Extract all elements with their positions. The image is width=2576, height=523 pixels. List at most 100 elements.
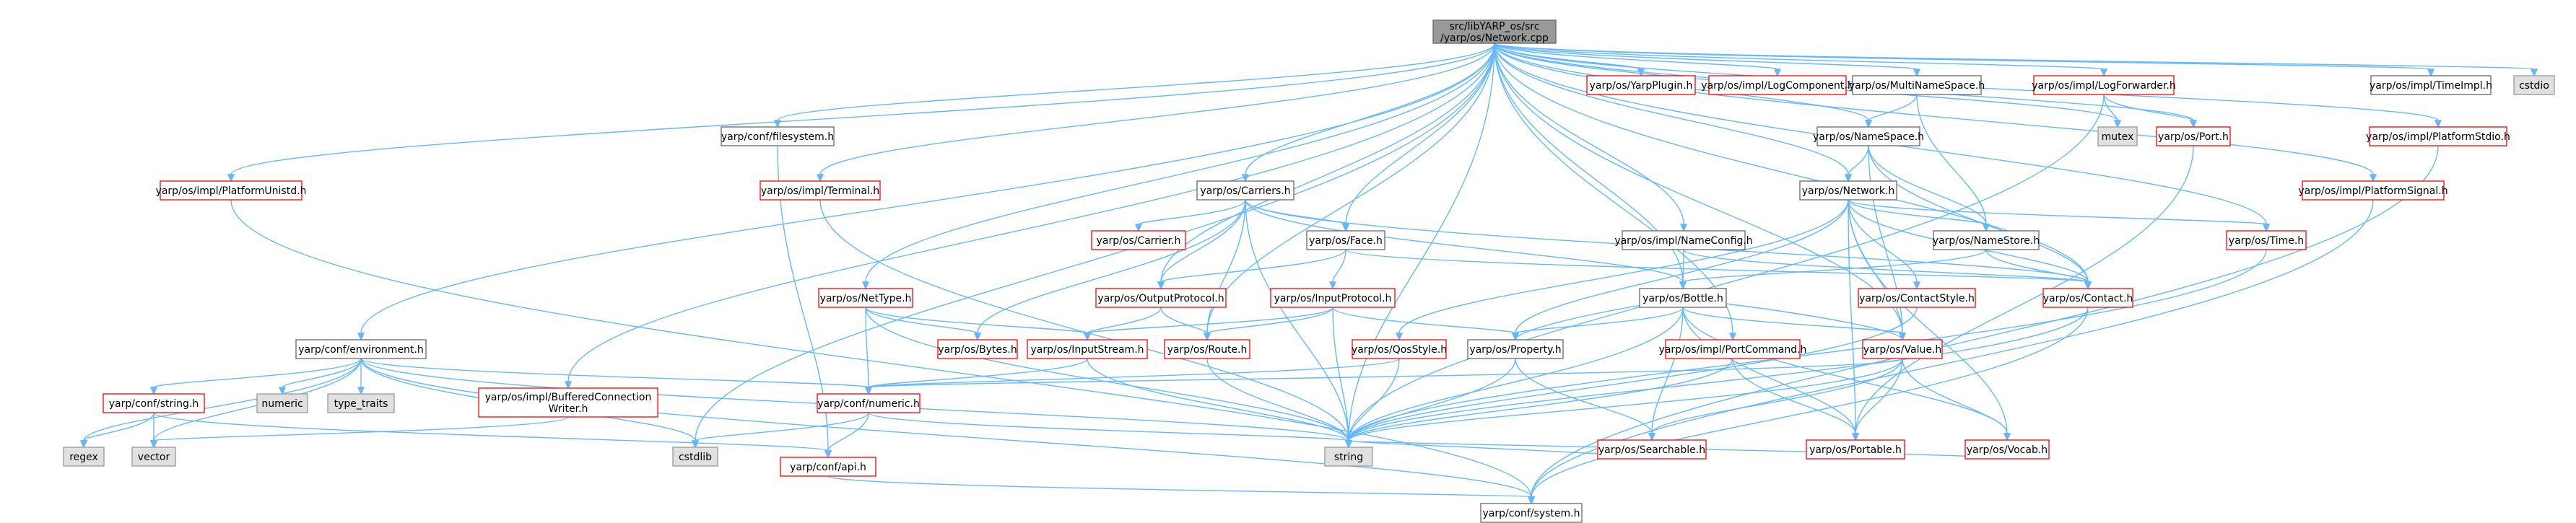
node-searchable[interactable]: yarp/os/Searchable.h: [1597, 439, 1707, 460]
node-box: [2302, 180, 2445, 201]
edge-line: [1245, 199, 1349, 441]
node-label: yarp/conf/system.h: [1483, 508, 1580, 519]
edge-line: [1848, 145, 1869, 175]
node-string[interactable]: string: [1324, 447, 1373, 467]
node-value[interactable]: yarp/os/Value.h: [1862, 339, 1943, 359]
node-mutex[interactable]: mutex: [2097, 126, 2138, 146]
node-vocab[interactable]: yarp/os/Vocab.h: [1964, 439, 2050, 460]
node-box: [256, 393, 308, 413]
node-label: yarp/os/QosStyle.h: [1352, 344, 1447, 356]
node-platformunistd[interactable]: yarp/os/impl/PlatformUnistd.h: [156, 180, 307, 201]
node-time[interactable]: yarp/os/Time.h: [2226, 230, 2307, 250]
node-logcomponent[interactable]: yarp/os/impl/LogComponent.h: [1701, 75, 1854, 95]
edge-arrowhead: [2530, 69, 2538, 77]
edge-line: [1206, 358, 1349, 441]
edge-line: [153, 358, 362, 388]
node-multinamespace[interactable]: yarp/os/MultiNameSpace.h: [1849, 75, 1985, 95]
edge-arrowhead: [1157, 281, 1165, 290]
node-logforwarder[interactable]: yarp/os/impl/LogForwarder.h: [2032, 75, 2176, 95]
edge-bottle-to-value: [1682, 307, 1907, 341]
edge-line: [868, 358, 1400, 388]
node-property[interactable]: yarp/os/Property.h: [1467, 339, 1564, 359]
node-network[interactable]: yarp/os/Network.h: [1799, 180, 1897, 201]
node-nameconfig[interactable]: yarp/os/impl/NameConfig.h: [1614, 230, 1753, 250]
edge-line: [977, 199, 1246, 334]
node-portable[interactable]: yarp/os/Portable.h: [1806, 439, 1905, 460]
node-outputprotocol[interactable]: yarp/os/OutputProtocol.h: [1095, 288, 1227, 308]
node-route[interactable]: yarp/os/Route.h: [1164, 339, 1250, 359]
node-bytes[interactable]: yarp/os/Bytes.h: [937, 339, 1018, 359]
edge-arrowhead: [864, 387, 873, 395]
node-vector[interactable]: vector: [131, 447, 176, 467]
node-portcommand[interactable]: yarp/os/impl/PortCommand.h: [1659, 339, 1807, 359]
node-inputprotocol[interactable]: yarp/os/InputProtocol.h: [1270, 288, 1396, 308]
node-label: yarp/os/impl/LogComponent.h: [1701, 80, 1853, 92]
edge-network-to-property: [1511, 199, 1849, 341]
edge-arrowhead: [1395, 333, 1404, 341]
node-qosstyle[interactable]: yarp/os/QosStyle.h: [1352, 339, 1447, 359]
edge-value-to-vocab: [1902, 358, 2011, 441]
node-label: yarp/os/impl/PlatformStdio.h: [2366, 131, 2510, 143]
node-confapi[interactable]: yarp/conf/api.h: [780, 457, 876, 477]
node-carrier[interactable]: yarp/os/Carrier.h: [1091, 230, 1186, 250]
node-regex[interactable]: regex: [63, 447, 105, 467]
node-nettype[interactable]: yarp/os/NetType.h: [818, 288, 913, 308]
edge-root-to-environment: [357, 43, 1495, 341]
edge-contact-to-confsystem: [1527, 307, 2089, 505]
node-face[interactable]: yarp/os/Face.h: [1306, 230, 1385, 250]
node-inputstream[interactable]: yarp/os/InputStream.h: [1027, 339, 1148, 359]
edge-line: [865, 43, 1495, 283]
edge-arrowhead: [2262, 224, 2271, 232]
edge-line: [1683, 249, 2089, 283]
node-yarpplugin[interactable]: yarp/os/YarpPlugin.h: [1586, 75, 1696, 95]
node-terminal[interactable]: yarp/os/impl/Terminal.h: [760, 180, 881, 201]
node-confstring[interactable]: yarp/conf/string.h: [103, 393, 205, 413]
edge-arrowhead: [1527, 496, 1536, 505]
node-cstdlib[interactable]: cstdlib: [672, 447, 718, 467]
node-confnumeric[interactable]: yarp/conf/numeric.h: [817, 393, 921, 413]
node-carriers[interactable]: yarp/os/Carriers.h: [1196, 180, 1294, 201]
edge-arrowhead: [2099, 69, 2108, 77]
node-namespace[interactable]: yarp/os/NameSpace.h: [1813, 126, 1924, 146]
node-box: [937, 339, 1018, 359]
node-namestore[interactable]: yarp/os/NameStore.h: [1933, 230, 2040, 250]
edge-multinamespace-to-namespace: [1864, 94, 1918, 128]
node-cstdio[interactable]: cstdio: [2513, 75, 2555, 95]
node-label: Writer.h: [549, 403, 588, 415]
edge-line: [1732, 358, 1856, 434]
edge-environment-to-numeric_sys: [278, 358, 362, 395]
edge-line: [1087, 307, 1162, 334]
edge-line: [868, 412, 1349, 441]
node-environment[interactable]: yarp/conf/environment.h: [295, 339, 427, 359]
node-contact[interactable]: yarp/os/Contact.h: [2042, 288, 2133, 308]
edge-line: [1398, 199, 1849, 334]
edge-line: [83, 412, 155, 441]
node-typetraits[interactable]: type_traits: [327, 393, 395, 413]
edge-line: [1855, 358, 1903, 434]
edge-line: [230, 43, 1495, 175]
node-box: [131, 447, 176, 467]
edge-line: [865, 307, 869, 388]
edge-root-to-outputprotocol: [1157, 43, 1495, 290]
node-timeimpl[interactable]: yarp/os/impl/TimeImpl.h: [2370, 75, 2492, 95]
node-box: [1467, 339, 1564, 359]
node-bottle[interactable]: yarp/os/Bottle.h: [1639, 288, 1727, 308]
edge-line: [1348, 358, 1733, 441]
node-confsystem[interactable]: yarp/conf/system.h: [1480, 503, 1583, 523]
node-box: [1027, 339, 1148, 359]
node-numeric_sys[interactable]: numeric: [256, 393, 308, 413]
node-port[interactable]: yarp/os/Port.h: [2156, 126, 2231, 146]
node-label: yarp/os/impl/BufferedConnection: [485, 392, 652, 403]
node-platformsignal[interactable]: yarp/os/impl/PlatformSignal.h: [2298, 180, 2448, 201]
node-root[interactable]: src/libYARP_os/src/yarp/os/Network.cpp: [1432, 19, 1557, 44]
node-box: [1480, 503, 1583, 523]
edge-confnumeric-to-confapi: [824, 412, 869, 459]
edge-nettype-to-confnumeric: [864, 307, 873, 395]
node-filesystem[interactable]: yarp/conf/filesystem.h: [721, 126, 835, 146]
edge-line: [1332, 307, 1516, 334]
node-platformstdio[interactable]: yarp/os/impl/PlatformStdio.h: [2366, 126, 2510, 146]
node-contactstyle[interactable]: yarp/os/ContactStyle.h: [1858, 288, 1976, 308]
node-label: yarp/os/ContactStyle.h: [1859, 293, 1975, 304]
edge-arrowhead: [227, 174, 235, 183]
